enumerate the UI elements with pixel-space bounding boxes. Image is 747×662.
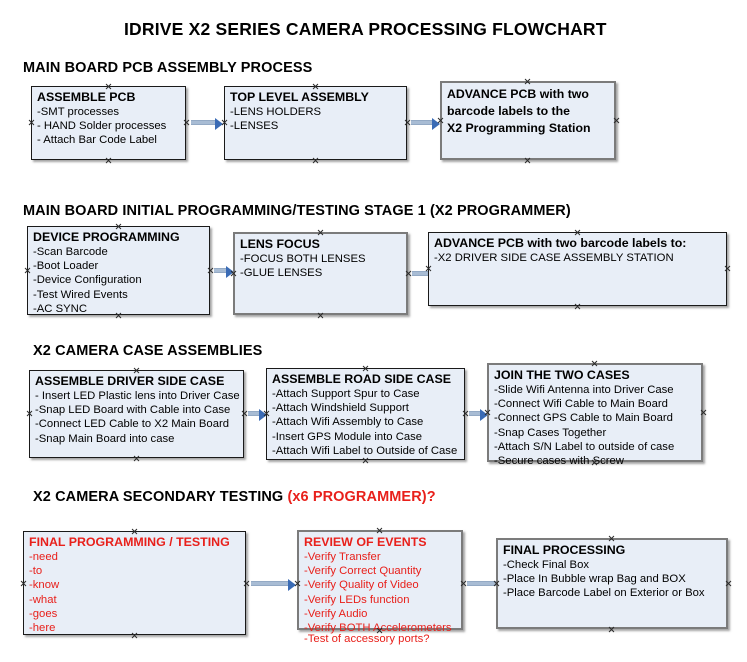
- flow-box-assemble-pcb[interactable]: ASSEMBLE PCB -SMT processes - HAND Solde…: [31, 86, 186, 160]
- section-heading-main-board-initial-programming: MAIN BOARD INITIAL PROGRAMMING/TESTING S…: [23, 203, 571, 219]
- section-heading-text: MAIN BOARD PCB ASSEMBLY PROCESS: [23, 60, 313, 76]
- box-title: ASSEMBLE DRIVER SIDE CASE: [35, 374, 225, 388]
- box-title: LENS FOCUS: [240, 237, 320, 251]
- box-line: -Place In Bubble wrap Bag and BOX: [503, 573, 686, 586]
- section-heading-text: MAIN BOARD INITIAL PROGRAMMING/TESTING S…: [23, 203, 571, 219]
- section-heading-text: X2 CAMERA SECONDARY TESTING: [33, 489, 288, 505]
- section-heading-x2-camera-case-assemblies: X2 CAMERA CASE ASSEMBLIES: [33, 343, 262, 359]
- box-line: - Attach Bar Code Label: [37, 134, 157, 147]
- arrow-device-programming-to-lens-focus: [214, 265, 234, 278]
- box-line: -SMT processes: [37, 106, 120, 118]
- box-title: ADVANCE PCB with two barcode labels to:: [434, 236, 687, 250]
- page-title: IDRIVE X2 SERIES CAMERA PROCESSING FLOWC…: [124, 19, 607, 39]
- box-overflow-line: -Test of accessory ports?: [304, 633, 430, 645]
- flow-box-assemble-road-side-case[interactable]: ASSEMBLE ROAD SIDE CASE -Attach Support …: [266, 368, 465, 460]
- box-line: -LENS HOLDERS: [230, 106, 322, 118]
- box-line: -Verify BOTH Accelerometers: [304, 622, 452, 635]
- box-line: -Insert GPS Module into Case: [272, 430, 423, 443]
- box-line: - HAND Solder processes: [37, 120, 167, 133]
- flow-box-join-the-two-cases[interactable]: JOIN THE TWO CASES -Slide Wifi Antenna i…: [487, 363, 703, 467]
- box-line: -Attach Wifi Label to Outside of Case: [272, 444, 458, 457]
- box-line: -Snap Cases Together: [494, 426, 607, 439]
- box-line: -Attach S/N Label to outside of case: [494, 440, 675, 453]
- box-line: -Check Final Box: [503, 559, 590, 571]
- flow-box-assemble-driver-side-case[interactable]: ASSEMBLE DRIVER SIDE CASE - Insert LED P…: [29, 370, 244, 458]
- box-title: DEVICE PROGRAMMING: [33, 230, 180, 244]
- box-line: -Slide Wifi Antenna into Driver Case: [494, 384, 674, 396]
- section-heading-x2-camera-secondary-testing: X2 CAMERA SECONDARY TESTING (x6 PROGRAMM…: [33, 489, 436, 505]
- box-line: -know: [29, 579, 60, 592]
- box-line: -X2 DRIVER SIDE CASE ASSEMBLY STATION: [434, 252, 674, 264]
- flow-box-advance-pcb-driver-side-case[interactable]: ADVANCE PCB with two barcode labels to: …: [428, 232, 727, 306]
- box-title: ASSEMBLE PCB: [37, 90, 136, 104]
- flow-box-final-programming-testing[interactable]: FINAL PROGRAMMING / TESTING -need -to -k…: [23, 531, 246, 635]
- section-heading-accent: (x6 PROGRAMMER)?: [287, 489, 436, 505]
- box-title: TOP LEVEL ASSEMBLY: [230, 90, 369, 104]
- box-line: -GLUE LENSES: [240, 267, 323, 280]
- flow-box-advance-pcb-programming-station[interactable]: ADVANCE PCB with two barcode labels to t…: [440, 81, 616, 160]
- box-line: X2 Programming Station: [447, 121, 591, 135]
- box-title: JOIN THE TWO CASES: [494, 368, 630, 382]
- box-line: -goes: [29, 607, 58, 620]
- box-line: -need: [29, 551, 58, 563]
- flow-box-final-processing[interactable]: FINAL PROCESSING -Check Final Box -Place…: [496, 538, 728, 629]
- box-line: -AC SYNC: [33, 302, 87, 315]
- box-line: -Place Barcode Label on Exterior or Box: [503, 587, 705, 600]
- box-title: ASSEMBLE ROAD SIDE CASE: [272, 372, 451, 386]
- arrow-top-level-assembly-to-advance-pcb: [411, 117, 440, 130]
- box-line: -FOCUS BOTH LENSES: [240, 253, 366, 265]
- box-line: -Boot Loader: [33, 260, 99, 273]
- box-line: -Verify LEDs function: [304, 593, 410, 606]
- box-line: -Connect LED Cable to X2 Main Board: [35, 418, 230, 431]
- arrow-assemble-pcb-to-top-level-assembly: [191, 117, 223, 130]
- flow-box-review-of-events[interactable]: REVIEW OF EVENTS -Verify Transfer -Verif…: [297, 530, 463, 645]
- box-line: -Attach Support Spur to Case: [272, 388, 420, 400]
- box-line: -Snap Main Board into case: [35, 432, 175, 445]
- section-heading-text: X2 CAMERA CASE ASSEMBLIES: [33, 343, 263, 359]
- box-line: -Verify Transfer: [304, 551, 381, 563]
- box-line: -Snap LED Board with Cable into Case: [35, 404, 231, 417]
- box-title: FINAL PROGRAMMING / TESTING: [29, 535, 230, 549]
- box-line: -Connect Wifi Cable to Main Board: [494, 398, 668, 411]
- box-line: -Test Wired Events: [33, 288, 128, 301]
- box-line: - Insert LED Plastic lens into Driver Ca…: [35, 390, 240, 402]
- box-line: -Secure cases with Screw: [494, 455, 624, 468]
- flow-box-top-level-assembly[interactable]: TOP LEVEL ASSEMBLY -LENS HOLDERS -LENSES: [224, 86, 407, 160]
- flow-box-lens-focus[interactable]: LENS FOCUS -FOCUS BOTH LENSES -GLUE LENS…: [233, 232, 408, 315]
- box-line: -what: [29, 593, 57, 606]
- box-line: -Verify Correct Quantity: [304, 565, 422, 578]
- box-line: -Verify Quality of Video: [304, 579, 419, 592]
- box-title: ADVANCE PCB with two: [447, 87, 589, 101]
- arrow-road-side-case-to-join-cases: [469, 408, 488, 421]
- box-line: -Connect GPS Cable to Main Board: [494, 412, 673, 425]
- arrow-driver-side-case-to-road-side-case: [248, 408, 267, 421]
- box-line: -Attach Windshield Support: [272, 402, 409, 415]
- box-line: -Attach Wifi Assembly to Case: [272, 416, 424, 429]
- box-title: FINAL PROCESSING: [503, 543, 626, 557]
- box-title: REVIEW OF EVENTS: [304, 535, 427, 549]
- box-line: -Scan Barcode: [33, 246, 108, 258]
- box-line: -to: [29, 565, 43, 578]
- arrow-final-programming-to-review-of-events: [251, 578, 296, 591]
- box-line: -here: [29, 622, 56, 635]
- box-line: barcode labels to the: [447, 104, 570, 118]
- section-heading-main-board-pcb-assembly: MAIN BOARD PCB ASSEMBLY PROCESS: [23, 60, 312, 76]
- flow-box-device-programming[interactable]: DEVICE PROGRAMMING -Scan Barcode -Boot L…: [27, 226, 210, 315]
- box-line: -LENSES: [230, 120, 279, 133]
- box-line: -Verify Audio: [304, 607, 368, 620]
- box-line: -Device Configuration: [33, 274, 142, 287]
